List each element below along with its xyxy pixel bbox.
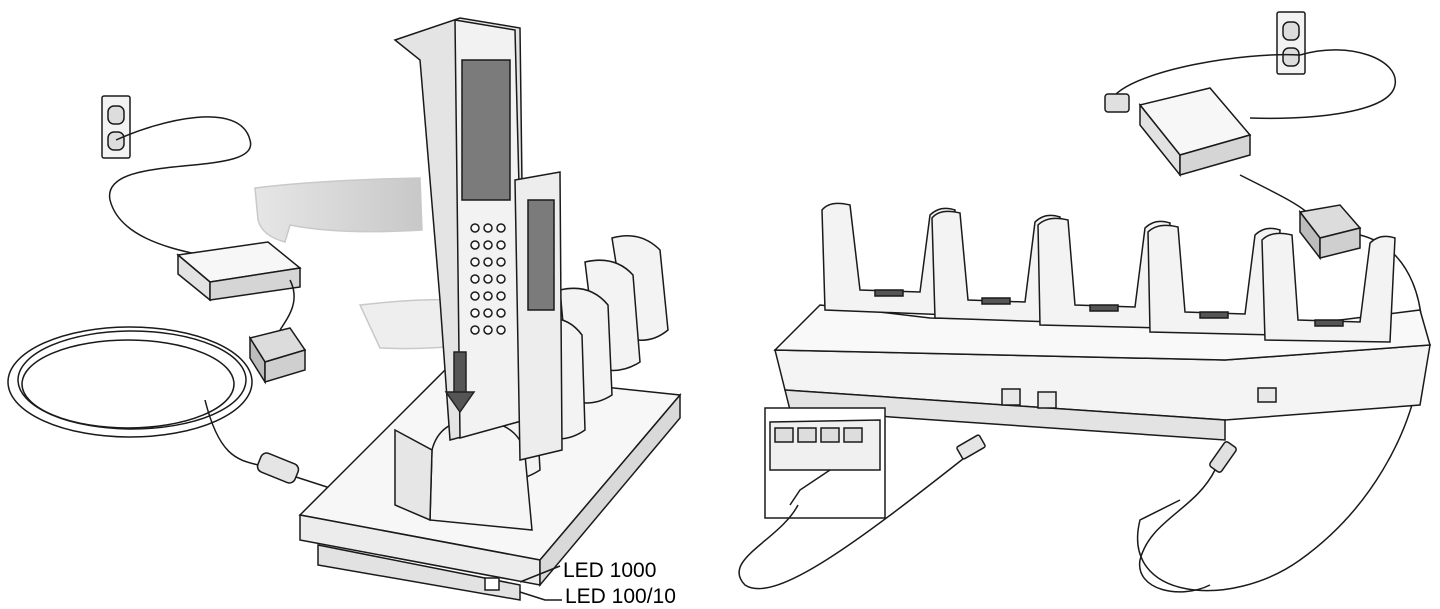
ferrite-block xyxy=(248,327,307,385)
led-callout-lines xyxy=(519,565,562,601)
long-cable-right xyxy=(1137,234,1424,592)
left-illustration xyxy=(7,17,682,601)
ac-cable-right-2 xyxy=(1114,53,1301,96)
ac-plug xyxy=(1104,93,1130,113)
ac-cable-right xyxy=(1249,49,1396,120)
power-supply xyxy=(176,241,302,302)
rj45-plug xyxy=(956,434,986,460)
device-screen xyxy=(461,59,511,201)
front-cup xyxy=(394,419,533,531)
power-cable xyxy=(1139,469,1216,593)
device-keypad xyxy=(470,223,506,335)
ferrite-block-right xyxy=(1298,204,1362,261)
wall-outlet-icon xyxy=(101,95,131,159)
led-1000-label: LED 1000 xyxy=(563,559,657,582)
ethernet-cable xyxy=(738,454,969,590)
arrow-down-icon xyxy=(444,351,476,414)
power-plug xyxy=(1209,441,1237,473)
ethernet-inset xyxy=(764,407,886,519)
dc-cable xyxy=(279,279,295,331)
power-port xyxy=(1257,387,1277,403)
right-illustration xyxy=(738,11,1431,593)
wall-outlet-icon xyxy=(1276,11,1306,75)
seated-device xyxy=(514,171,563,461)
dc-cable-right xyxy=(1239,174,1311,216)
coiled-cable xyxy=(7,326,253,438)
cup-contacts xyxy=(874,289,1344,327)
ac-cable xyxy=(109,116,252,256)
cradle-cups-right xyxy=(821,202,1396,343)
led-100-10-label: LED 100/10 xyxy=(565,585,676,608)
ethernet-ports xyxy=(1001,388,1057,409)
power-supply-right xyxy=(1138,87,1252,178)
inline-connector xyxy=(256,452,300,484)
